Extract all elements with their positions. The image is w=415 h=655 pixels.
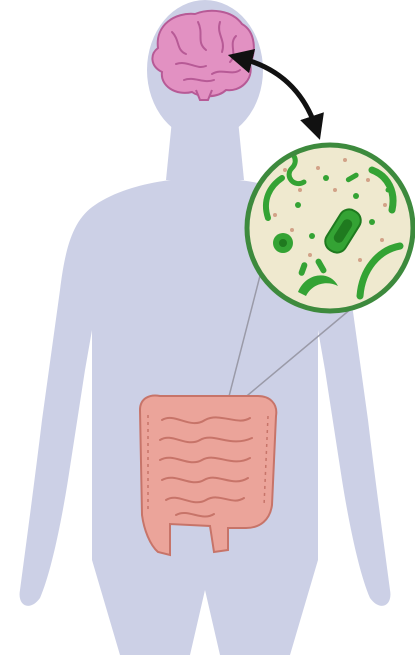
- gut-microbiota-magnifier: [247, 145, 413, 311]
- brain: [152, 11, 253, 100]
